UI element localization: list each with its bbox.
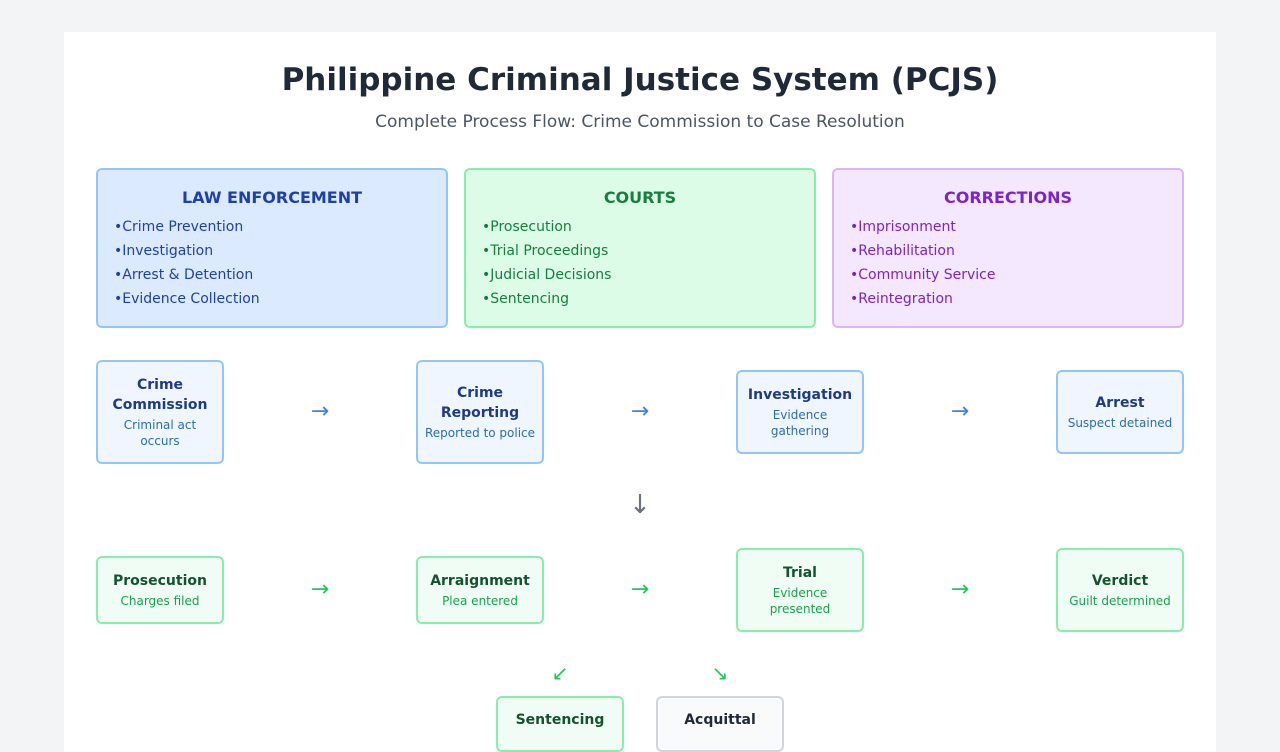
list-item: Investigation bbox=[114, 239, 430, 263]
arrow-right-icon: → bbox=[630, 399, 650, 424]
node-desc: Evidence presented bbox=[769, 586, 831, 616]
pillar-list: Crime Prevention Investigation Arrest & … bbox=[114, 215, 430, 311]
list-item: Trial Proceedings bbox=[482, 239, 798, 263]
node-title: Verdict bbox=[1091, 573, 1149, 589]
pillar-list: Imprisonment Rehabilitation Community Se… bbox=[850, 215, 1166, 311]
flow-node-trial: Trial Evidence presented bbox=[736, 548, 864, 632]
node-desc: Charges filed bbox=[120, 594, 200, 608]
node-title: Trial bbox=[783, 565, 817, 581]
flow-node-arraignment: Arraignment Plea entered bbox=[416, 556, 544, 624]
pillar-title: CORRECTIONS bbox=[943, 188, 1073, 207]
node-desc: Evidence gathering bbox=[770, 408, 830, 438]
list-item: Judicial Decisions bbox=[482, 263, 798, 287]
flow-node-verdict: Verdict Guilt determined bbox=[1056, 548, 1184, 632]
node-title: Crime Reporting bbox=[440, 385, 520, 421]
list-item: Community Service bbox=[850, 263, 1166, 287]
node-desc: Plea entered bbox=[442, 594, 518, 608]
pillar-law-enforcement: LAW ENFORCEMENT Crime Prevention Investi… bbox=[96, 168, 448, 328]
node-desc: Guilt determined bbox=[1069, 594, 1171, 608]
pillar-title: LAW ENFORCEMENT bbox=[181, 188, 363, 207]
arrow-right-icon: → bbox=[310, 577, 330, 602]
arrow-down-left-icon: ↙ bbox=[551, 661, 569, 685]
pillar-list: Prosecution Trial Proceedings Judicial D… bbox=[482, 215, 798, 311]
flow-node-investigation: Investigation Evidence gathering bbox=[736, 370, 864, 454]
diagram-sheet: Philippine Criminal Justice System (PCJS… bbox=[64, 32, 1216, 752]
list-item: Imprisonment bbox=[850, 215, 1166, 239]
arrow-right-icon: → bbox=[950, 577, 970, 602]
node-title: Arrest bbox=[1095, 395, 1145, 411]
list-item: Evidence Collection bbox=[114, 287, 430, 311]
pillar-courts: COURTS Prosecution Trial Proceedings Jud… bbox=[464, 168, 816, 328]
list-item: Prosecution bbox=[482, 215, 798, 239]
flow-node-crime-commission: Crime Commission Criminal act occurs bbox=[96, 360, 224, 464]
node-title: Sentencing bbox=[515, 712, 605, 728]
list-item: Reintegration bbox=[850, 287, 1166, 311]
node-title: Crime Commission bbox=[112, 377, 208, 413]
page-subtitle: Complete Process Flow: Crime Commission … bbox=[375, 112, 905, 132]
arrow-right-icon: → bbox=[950, 399, 970, 424]
arrow-down-icon: ↓ bbox=[629, 490, 651, 520]
arrow-right-icon: → bbox=[310, 399, 330, 424]
pillar-corrections: CORRECTIONS Imprisonment Rehabilitation … bbox=[832, 168, 1184, 328]
list-item: Arrest & Detention bbox=[114, 263, 430, 287]
pillar-title: COURTS bbox=[603, 188, 677, 207]
flow-node-prosecution: Prosecution Charges filed bbox=[96, 556, 224, 624]
node-desc: Suspect detained bbox=[1067, 416, 1173, 430]
flow-node-arrest: Arrest Suspect detained bbox=[1056, 370, 1184, 454]
flow-node-crime-reporting: Crime Reporting Reported to police bbox=[416, 360, 544, 464]
node-desc: Reported to police bbox=[424, 426, 536, 440]
node-title: Arraignment bbox=[430, 573, 530, 589]
list-item: Rehabilitation bbox=[850, 239, 1166, 263]
list-item: Crime Prevention bbox=[114, 215, 430, 239]
node-title: Investigation bbox=[747, 387, 853, 403]
arrow-down-right-icon: ↘ bbox=[711, 661, 729, 685]
page-title: Philippine Criminal Justice System (PCJS… bbox=[281, 62, 999, 98]
node-title: Prosecution bbox=[113, 573, 207, 589]
node-desc: Criminal act occurs bbox=[123, 418, 197, 448]
list-item: Sentencing bbox=[482, 287, 798, 311]
node-title: Acquittal bbox=[684, 712, 756, 728]
flow-node-acquittal: Acquittal bbox=[656, 696, 784, 752]
flow-node-sentencing: Sentencing bbox=[496, 696, 624, 752]
arrow-right-icon: → bbox=[630, 577, 650, 602]
